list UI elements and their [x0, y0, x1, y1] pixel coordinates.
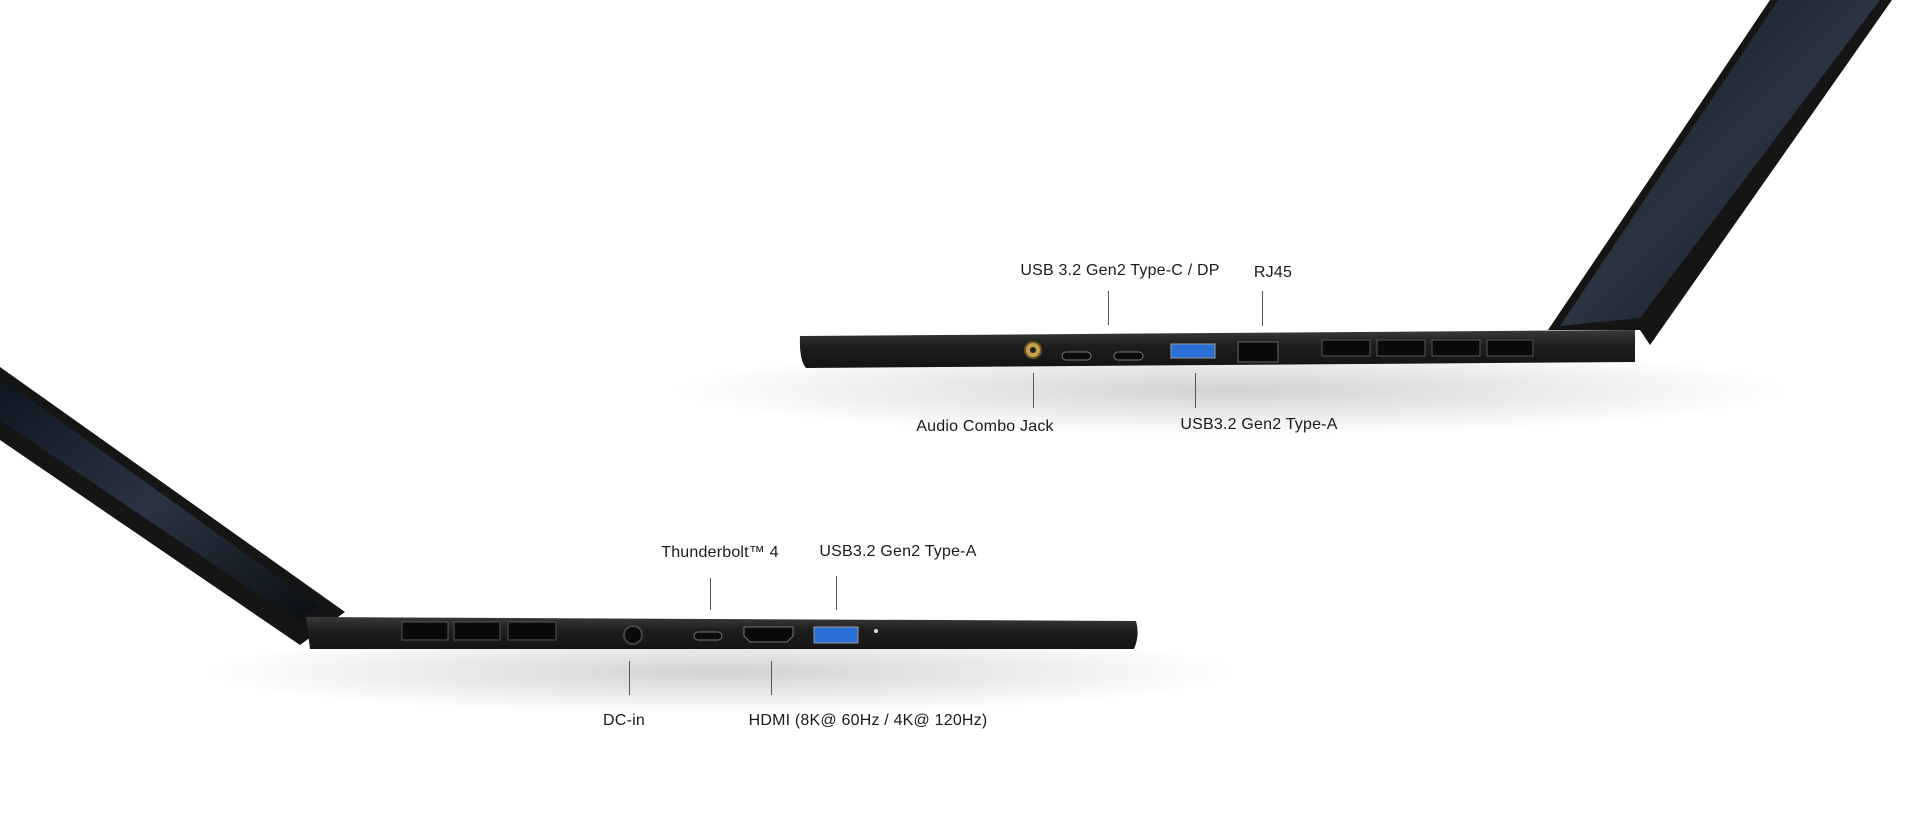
dc-in-port	[623, 625, 643, 645]
hdmi-port	[743, 626, 794, 643]
usb-c-port	[1113, 351, 1144, 361]
label-usb-c-dp: USB 3.2 Gen2 Type-C / DP	[1020, 262, 1220, 279]
laptop-screen	[1560, 0, 1880, 326]
usb-a-port	[813, 626, 859, 644]
label-thunderbolt: Thunderbolt™ 4	[661, 544, 779, 561]
label-hdmi: HDMI (8K@ 60Hz / 4K@ 120Hz)	[748, 712, 988, 729]
laptop-right-side	[670, 0, 1892, 435]
label-usb-a: USB3.2 Gen2 Type-A	[819, 543, 977, 560]
label-audio-combo-jack: Audio Combo Jack	[916, 418, 1054, 435]
laptop-screen	[0, 378, 320, 620]
callout-line	[771, 661, 772, 695]
label-dc-in: DC-in	[603, 712, 645, 729]
laptop-left-side	[0, 367, 1240, 714]
vent-grille	[1321, 339, 1534, 357]
label-usb-a: USB3.2 Gen2 Type-A	[1180, 416, 1338, 433]
usb-a-port	[1170, 343, 1216, 359]
callout-line	[1108, 291, 1109, 325]
vent-grille	[401, 621, 557, 641]
label-rj45: RJ45	[1253, 264, 1293, 281]
thunderbolt-port	[693, 631, 723, 641]
callout-line	[1033, 373, 1034, 408]
callout-line	[1195, 373, 1196, 408]
laptop-body	[799, 330, 1635, 368]
callout-line	[629, 661, 630, 695]
callout-line	[710, 578, 711, 610]
callout-line	[1262, 291, 1263, 326]
usb-c-port	[1061, 351, 1092, 361]
callout-line	[836, 576, 837, 610]
rj45-port	[1237, 341, 1279, 363]
